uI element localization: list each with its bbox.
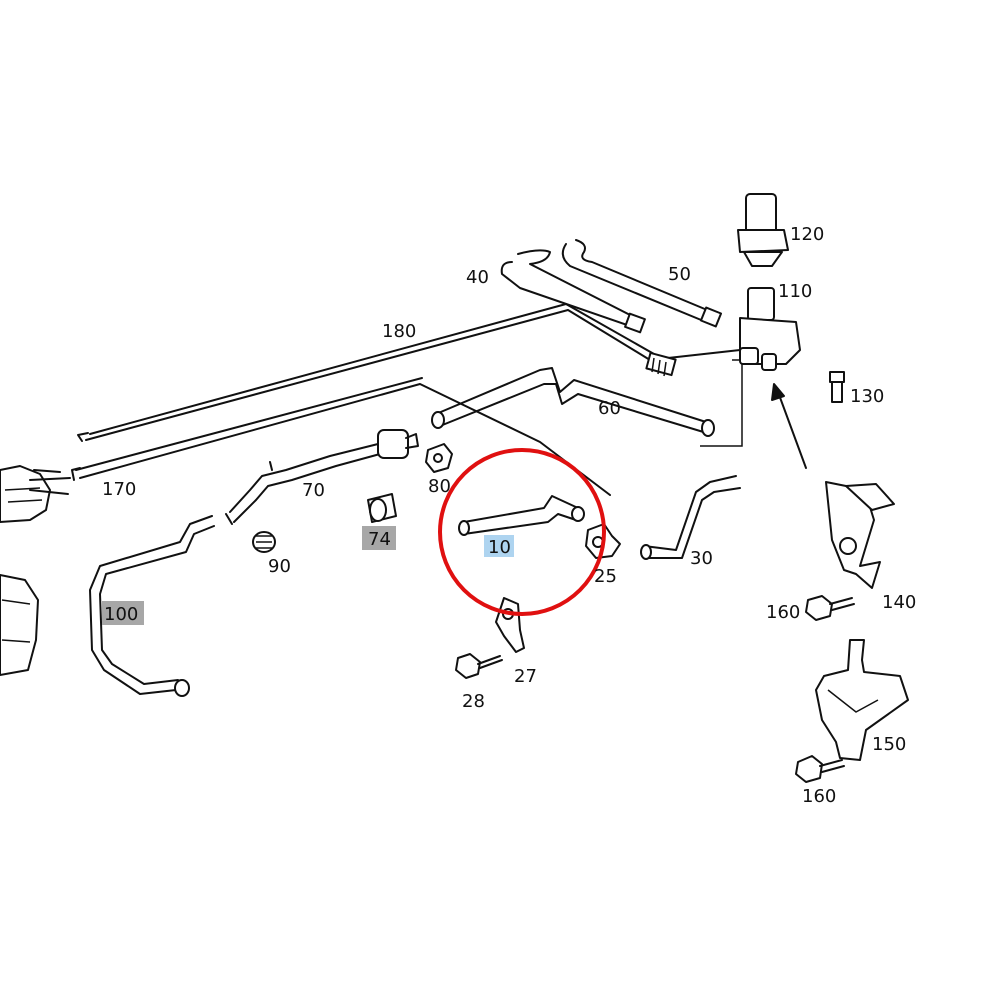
hose-40[interactable] [500, 249, 646, 334]
reservoir-part [0, 465, 71, 676]
label-90[interactable]: 90 [268, 556, 291, 577]
part-90-spring[interactable] [252, 531, 276, 553]
hose-30[interactable] [640, 475, 741, 560]
label-70[interactable]: 70 [302, 480, 325, 501]
label-28[interactable]: 28 [462, 691, 485, 712]
screw-28[interactable] [455, 653, 503, 679]
direction-arrow [771, 383, 807, 469]
label-160-upper[interactable]: 160 [766, 602, 800, 623]
label-74[interactable]: 74 [368, 529, 391, 550]
label-74-highlight [362, 526, 396, 550]
label-10[interactable]: 10 [488, 537, 511, 558]
selection-circle [438, 448, 606, 616]
hose-70[interactable] [225, 429, 419, 525]
hose-10[interactable] [458, 495, 585, 536]
label-100-highlight [102, 601, 144, 625]
hose-60[interactable] [431, 367, 715, 437]
valve-120[interactable] [737, 193, 789, 267]
label-130[interactable]: 130 [850, 386, 884, 407]
label-110[interactable]: 110 [778, 281, 812, 302]
bracket-27[interactable] [495, 597, 525, 653]
label-170[interactable]: 170 [102, 479, 136, 500]
hose-170[interactable] [71, 377, 611, 496]
label-60[interactable]: 60 [598, 398, 621, 419]
label-150[interactable]: 150 [872, 734, 906, 755]
part-74-sleeve[interactable] [367, 493, 397, 523]
label-30[interactable]: 30 [690, 548, 713, 569]
label-25[interactable]: 25 [594, 566, 617, 587]
part-80-clip[interactable] [425, 443, 453, 473]
hose-50[interactable] [561, 239, 723, 328]
label-50[interactable]: 50 [668, 264, 691, 285]
label-80[interactable]: 80 [428, 476, 451, 497]
label-100[interactable]: 100 [104, 604, 138, 625]
label-180[interactable]: 180 [382, 321, 416, 342]
valve-110[interactable] [739, 287, 801, 371]
connector-fitting [645, 351, 677, 377]
label-27[interactable]: 27 [514, 666, 537, 687]
label-40[interactable]: 40 [466, 267, 489, 288]
screw-160-lower[interactable] [795, 755, 845, 783]
label-120[interactable]: 120 [790, 224, 824, 245]
screw-160-upper[interactable] [805, 595, 855, 621]
label-10-highlight [484, 535, 514, 557]
label-140[interactable]: 140 [882, 592, 916, 613]
bracket-140[interactable] [825, 481, 895, 589]
sensor-130[interactable] [829, 371, 845, 403]
hose-100[interactable] [89, 515, 215, 697]
bracket-150[interactable] [815, 639, 909, 761]
label-160-lower[interactable]: 160 [802, 786, 836, 807]
